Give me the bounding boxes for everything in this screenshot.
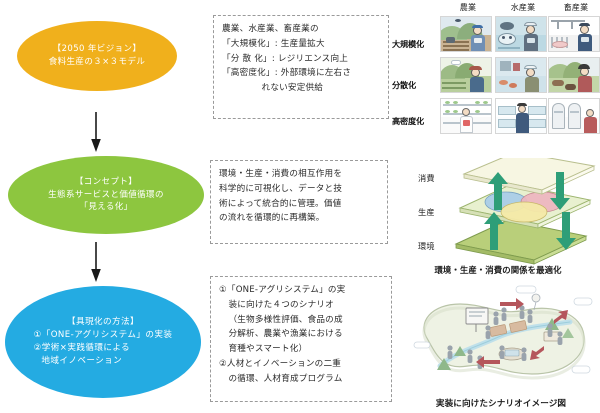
method-textbox: ①「ONE-アグリシステム」の実 装に向けた４つのシナリオ （生物多様性評価、食… xyxy=(210,276,392,402)
concept-ellipse: 【コンセプト】 生態系サービスと価値循環の 「見える化」 xyxy=(8,156,204,234)
grid-row-label-distributed: 分散化 xyxy=(392,80,416,90)
method-panel-caption: 実装に向けたシナリオイメージ図 xyxy=(435,399,567,409)
grid-cell-agri-distributed xyxy=(440,57,492,93)
grid-row-label-large-scale: 大規模化 xyxy=(392,39,424,49)
concept-layer-diagram: 消費 生産 環境 xyxy=(398,158,598,276)
layer-label-environment: 環境 xyxy=(418,241,435,251)
method-text-line6: ②人材とイノベーションの二重 xyxy=(219,358,342,369)
grid-cell-agri-highdensity xyxy=(440,98,492,134)
concept-text-line3: 術によって統合的に管理。価値 xyxy=(219,198,342,209)
grid-row-label-high-density: 高密度化 xyxy=(392,116,424,126)
grid-cell-agri-large xyxy=(440,16,492,52)
vision-text-line5: れない安定供給 xyxy=(261,83,324,94)
vision-text-line1: 農業、水産業、畜産業の xyxy=(222,24,319,34)
method-text-line1: ①「ONE-アグリシステム」の実 xyxy=(219,285,346,295)
concept-panel-caption: 環境・生産・消費の関係を最適化 xyxy=(434,265,562,275)
grid-cell-livestock-highdensity xyxy=(548,98,600,134)
layer-label-consumption: 消費 xyxy=(418,173,435,183)
vision-text-line2: 「大規模化」: 生産量拡大 xyxy=(222,38,325,49)
grid-cell-fishery-distributed xyxy=(495,57,547,93)
method-ellipse-line4: 地域イノベーション xyxy=(41,355,123,366)
vision-textbox: 農業、水産業、畜産業の 「大規模化」: 生産量拡大 「分 散 化」: レジリエン… xyxy=(213,15,389,119)
method-text-line7: の循環、人材育成プログラム xyxy=(228,373,343,384)
method-ellipse-line2: ①「ONE-アグリシステム」の実装 xyxy=(33,330,173,341)
method-text-line5: 育種やスマート化） xyxy=(228,344,308,355)
arrow-concept-to-method xyxy=(89,242,103,284)
concept-text-line4: の流れを循環的に再構築。 xyxy=(219,213,325,224)
stacked-layers-graphic xyxy=(454,158,596,265)
concept-text-line2: 科学的に可視化し、データと技 xyxy=(219,183,343,194)
concept-ellipse-line3: 「見える化」 xyxy=(79,202,133,213)
concept-text-line1: 環境・生産・消費の相互作用を xyxy=(219,169,343,179)
grid-column-header-fishery: 水産業 xyxy=(510,3,536,12)
method-ellipse-line3: ②学術×実践循環による xyxy=(33,343,131,353)
method-text-line4: 分解析、農業や漁業における xyxy=(228,329,343,340)
grid-column-header-agriculture: 農業 xyxy=(459,3,477,12)
vision-ellipse: 【2050 年ビジョン】 食料生産の３×３モデル xyxy=(17,21,177,91)
grid-column-header-livestock: 畜産業 xyxy=(563,3,589,12)
scenario-landscape-graphic xyxy=(413,285,593,380)
grid-cell-fishery-highdensity xyxy=(495,98,547,134)
method-text-line2: 装に向けた４つのシナリオ xyxy=(228,299,334,310)
layer-label-production: 生産 xyxy=(418,207,435,217)
arrow-vision-to-concept xyxy=(89,112,103,154)
grid-cell-livestock-distributed xyxy=(548,57,600,93)
method-ellipse: 【具現化の方法】 ①「ONE-アグリシステム」の実装 ②学術×実践循環による 地… xyxy=(5,286,201,398)
vision-illustration-grid: 農業 水産業 畜産業 大規模化 分散化 高密度化 xyxy=(392,2,600,140)
grid-cell-fishery-large xyxy=(495,16,547,52)
vision-text-line4: 「高密度化」: 外部環境に左右さ xyxy=(222,68,352,79)
concept-ellipse-line1: 【コンセプト】 xyxy=(74,176,138,187)
method-text-line3: （生物多様性評価、食品の成 xyxy=(228,314,343,325)
method-ellipse-line1: 【具現化の方法】 xyxy=(67,317,139,328)
vision-text-line3: 「分 散 化」: レジリエンス向上 xyxy=(222,53,349,64)
vision-ellipse-line2: 食料生産の３×３モデル xyxy=(48,57,146,67)
grid-cell-livestock-large xyxy=(548,16,600,52)
concept-ellipse-line2: 生態系サービスと価値循環の xyxy=(48,189,164,200)
concept-textbox: 環境・生産・消費の相互作用を 科学的に可視化し、データと技 術によって統合的に管… xyxy=(210,160,388,244)
vision-ellipse-line1: 【2050 年ビジョン】 xyxy=(52,44,142,55)
method-scenario-illustration: 実装に向けたシナリオイメージ図 xyxy=(404,282,598,410)
